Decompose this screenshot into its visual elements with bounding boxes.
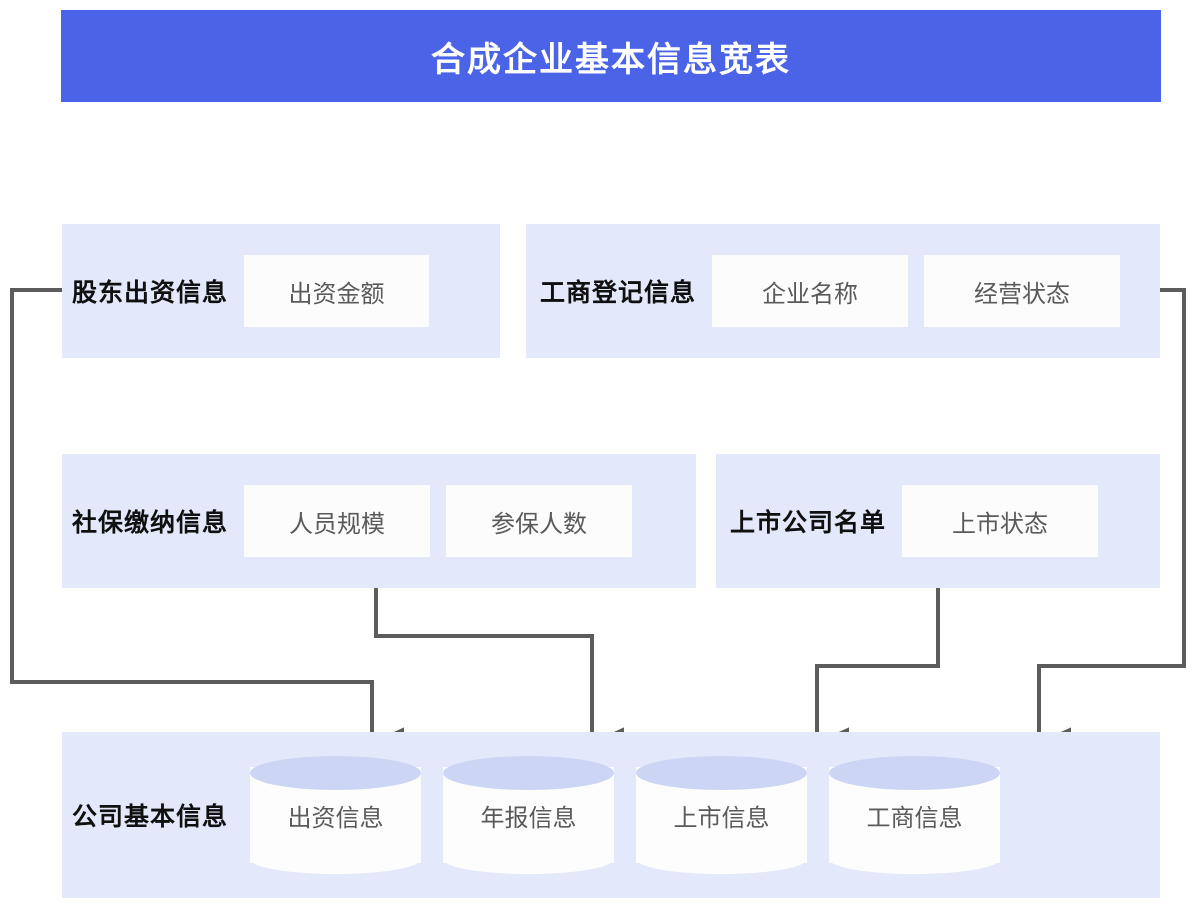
database-label-annual-report: 年报信息: [480, 804, 577, 832]
database-list: 出资信息 年报信息 上市信息 工商信息: [228, 756, 1001, 874]
cylinder-top-ellipse: [250, 756, 422, 790]
group-label-shareholder: 股东出资信息: [72, 279, 229, 307]
database-label-funding: 出资信息: [287, 804, 384, 832]
field-chip-insured-count[interactable]: 参保人数: [446, 485, 633, 557]
cylinder-top-ellipse: [636, 756, 808, 790]
cylinder-top-ellipse: [443, 756, 615, 790]
database-label-listing: 上市信息: [673, 804, 770, 832]
edge-social-to-annual: [374, 588, 624, 759]
field-chip-funding-amount[interactable]: 出资金额: [244, 255, 430, 327]
cylinder-bottom-ellipse: [443, 844, 615, 874]
database-cylinder-annual-report[interactable]: 年报信息: [443, 756, 615, 874]
source-group-shareholder[interactable]: 股东出资信息 出资金额: [62, 224, 500, 358]
page-title-banner: 合成企业基本信息宽表: [61, 10, 1161, 102]
source-group-registry[interactable]: 工商登记信息 企业名称 经营状态: [526, 224, 1160, 358]
field-chip-listing-status[interactable]: 上市状态: [902, 485, 1099, 557]
page-title: 合成企业基本信息宽表: [431, 40, 791, 79]
field-chip-list: 出资金额: [228, 255, 430, 327]
group-label-listed-companies: 上市公司名单: [730, 509, 887, 537]
cylinder-top-ellipse: [829, 756, 1001, 790]
group-label-social-insurance: 社保缴纳信息: [72, 509, 229, 537]
database-cylinder-business-registry[interactable]: 工商信息: [829, 756, 1001, 874]
database-cylinder-funding[interactable]: 出资信息: [250, 756, 422, 874]
cylinder-bottom-ellipse: [829, 844, 1001, 874]
field-chip-company-name[interactable]: 企业名称: [712, 255, 909, 327]
edge-listed-to-listing: [814, 588, 940, 759]
cylinder-bottom-ellipse: [636, 844, 808, 874]
cylinder-bottom-ellipse: [250, 844, 422, 874]
group-label-registry: 工商登记信息: [540, 279, 697, 307]
field-chip-list: 人员规模 参保人数: [228, 485, 633, 557]
database-cylinder-listing[interactable]: 上市信息: [636, 756, 808, 874]
field-chip-headcount-scale[interactable]: 人员规模: [244, 485, 431, 557]
target-group-company-basic-info[interactable]: 公司基本信息 出资信息 年报信息 上市信息: [62, 732, 1160, 898]
source-group-social-insurance[interactable]: 社保缴纳信息 人员规模 参保人数: [62, 454, 696, 588]
database-label-business-registry: 工商信息: [866, 804, 963, 832]
group-label-company-basic-info: 公司基本信息: [72, 803, 229, 831]
source-group-listed-companies[interactable]: 上市公司名单 上市状态: [716, 454, 1160, 588]
field-chip-list: 企业名称 经营状态: [696, 255, 1121, 327]
field-chip-operating-status[interactable]: 经营状态: [924, 255, 1121, 327]
field-chip-list: 上市状态: [886, 485, 1099, 557]
